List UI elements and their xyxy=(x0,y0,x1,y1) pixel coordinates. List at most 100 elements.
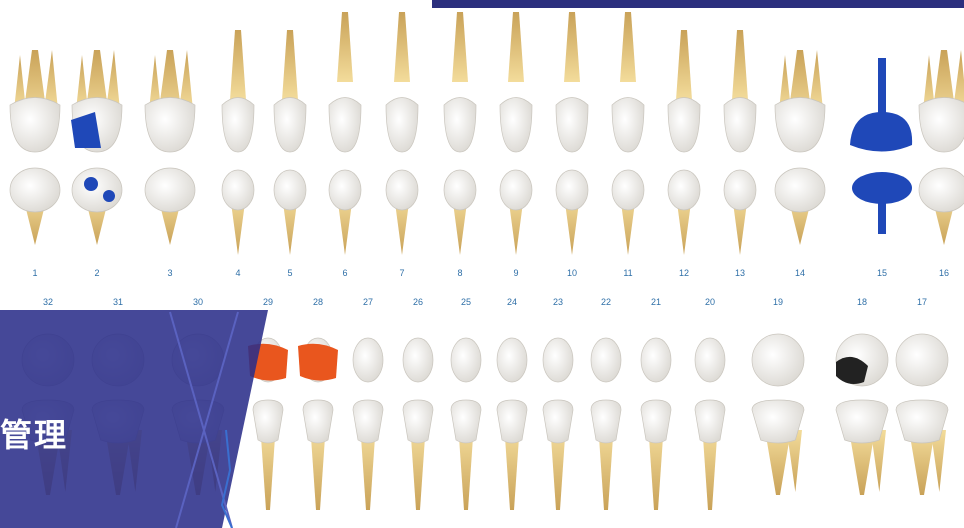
lower-tooth-17[interactable] xyxy=(896,400,948,495)
tooth-number: 26 xyxy=(413,297,423,307)
lower-tooth-occlusal-21[interactable] xyxy=(641,338,671,382)
restoration xyxy=(103,190,115,202)
lower-tooth-27[interactable] xyxy=(353,400,383,510)
upper-tooth-5[interactable] xyxy=(274,30,306,152)
tooth-number: 5 xyxy=(287,268,292,278)
upper-tooth-occlusal-9[interactable] xyxy=(500,170,532,255)
lower-tooth-28[interactable] xyxy=(303,400,333,510)
upper-tooth-7[interactable] xyxy=(386,12,418,152)
upper-tooth-occlusal-16[interactable] xyxy=(919,168,964,245)
lower-tooth-occlusal-20[interactable] xyxy=(695,338,725,382)
upper-tooth-15[interactable] xyxy=(850,58,912,152)
lower-tooth-30[interactable] xyxy=(172,400,224,495)
lower-tooth-occlusal-29[interactable] xyxy=(248,338,288,382)
upper-tooth-occlusal-14[interactable] xyxy=(775,168,825,245)
lower-tooth-25[interactable] xyxy=(451,400,481,510)
tooth-root xyxy=(394,12,410,82)
upper-tooth-4[interactable] xyxy=(222,30,254,152)
tooth-number: 27 xyxy=(363,297,373,307)
tooth-crown xyxy=(836,400,888,443)
restoration xyxy=(248,344,288,381)
tooth-crown xyxy=(172,334,224,386)
lower-tooth-22[interactable] xyxy=(591,400,621,510)
upper-tooth-occlusal-7[interactable] xyxy=(386,170,418,255)
lower-tooth-23[interactable] xyxy=(543,400,573,510)
upper-tooth-occlusal-4[interactable] xyxy=(222,170,254,255)
implant-screw xyxy=(878,58,886,114)
tooth-number: 10 xyxy=(567,268,577,278)
tooth-crown xyxy=(668,98,700,153)
upper-tooth-6[interactable] xyxy=(329,12,361,152)
tooth-crown xyxy=(919,168,964,212)
lower-tooth-occlusal-32[interactable] xyxy=(22,334,74,386)
upper-tooth-occlusal-6[interactable] xyxy=(329,170,361,255)
tooth-crown xyxy=(329,170,361,210)
lower-tooth-18[interactable] xyxy=(836,400,888,495)
lower-tooth-19[interactable] xyxy=(752,400,804,495)
tooth-crown xyxy=(172,400,224,443)
lower-tooth-occlusal-18[interactable] xyxy=(836,334,888,386)
upper-tooth-occlusal-1[interactable] xyxy=(10,168,60,245)
tooth-root xyxy=(732,30,748,100)
lower-tooth-occlusal-26[interactable] xyxy=(403,338,433,382)
lower-tooth-occlusal-17[interactable] xyxy=(896,334,948,386)
upper-tooth-occlusal-12[interactable] xyxy=(668,170,700,255)
upper-tooth-16[interactable] xyxy=(919,50,964,152)
upper-tooth-occlusal-8[interactable] xyxy=(444,170,476,255)
tooth-crown xyxy=(353,338,383,382)
upper-tooth-occlusal-10[interactable] xyxy=(556,170,588,255)
tooth-root xyxy=(337,12,353,82)
upper-tooth-occlusal-13[interactable] xyxy=(724,170,756,255)
tooth-crown xyxy=(451,400,481,443)
lower-tooth-occlusal-25[interactable] xyxy=(451,338,481,382)
tooth-crown xyxy=(543,400,573,443)
lower-tooth-occlusal-28[interactable] xyxy=(298,338,338,382)
tooth-number: 17 xyxy=(917,297,927,307)
tooth-number: 15 xyxy=(877,268,887,278)
upper-tooth-occlusal-15[interactable] xyxy=(852,172,912,234)
tooth-crown xyxy=(497,400,527,443)
upper-tooth-12[interactable] xyxy=(668,30,700,152)
lower-tooth-occlusal-23[interactable] xyxy=(543,338,573,382)
tooth-crown xyxy=(500,98,532,153)
upper-tooth-8[interactable] xyxy=(444,12,476,152)
lower-tooth-occlusal-31[interactable] xyxy=(92,334,144,386)
lower-tooth-31[interactable] xyxy=(92,400,144,495)
lower-tooth-29[interactable] xyxy=(253,400,283,510)
tooth-crown xyxy=(22,334,74,386)
lower-tooth-occlusal-27[interactable] xyxy=(353,338,383,382)
upper-tooth-3[interactable] xyxy=(145,50,195,152)
upper-tooth-occlusal-3[interactable] xyxy=(145,168,195,245)
lower-tooth-21[interactable] xyxy=(641,400,671,510)
tooth-crown xyxy=(329,98,361,153)
tooth-root xyxy=(230,30,246,100)
tooth-number: 24 xyxy=(507,297,517,307)
lower-tooth-occlusal-19[interactable] xyxy=(752,334,804,386)
lower-tooth-occlusal-24[interactable] xyxy=(497,338,527,382)
tooth-number: 21 xyxy=(651,297,661,307)
upper-tooth-occlusal-5[interactable] xyxy=(274,170,306,255)
tooth-number: 18 xyxy=(857,297,867,307)
tooth-crown xyxy=(641,400,671,443)
lower-tooth-26[interactable] xyxy=(403,400,433,510)
upper-tooth-11[interactable] xyxy=(612,12,644,152)
upper-tooth-2[interactable] xyxy=(71,50,122,152)
upper-tooth-10[interactable] xyxy=(556,12,588,152)
tooth-crown xyxy=(10,168,60,212)
lower-tooth-24[interactable] xyxy=(497,400,527,510)
tooth-number: 11 xyxy=(623,268,632,278)
tooth-crown xyxy=(303,400,333,443)
tooth-number: 16 xyxy=(939,268,949,278)
upper-tooth-occlusal-2[interactable] xyxy=(72,168,122,245)
upper-tooth-occlusal-11[interactable] xyxy=(612,170,644,255)
upper-tooth-14[interactable] xyxy=(775,50,825,152)
tooth-crown xyxy=(695,338,725,382)
lower-tooth-20[interactable] xyxy=(695,400,725,510)
upper-tooth-1[interactable] xyxy=(10,50,60,152)
upper-tooth-13[interactable] xyxy=(724,30,756,152)
upper-tooth-9[interactable] xyxy=(500,12,532,152)
tooth-crown xyxy=(403,400,433,443)
tooth-crown xyxy=(500,170,532,210)
lower-tooth-occlusal-30[interactable] xyxy=(172,334,224,386)
lower-tooth-occlusal-22[interactable] xyxy=(591,338,621,382)
